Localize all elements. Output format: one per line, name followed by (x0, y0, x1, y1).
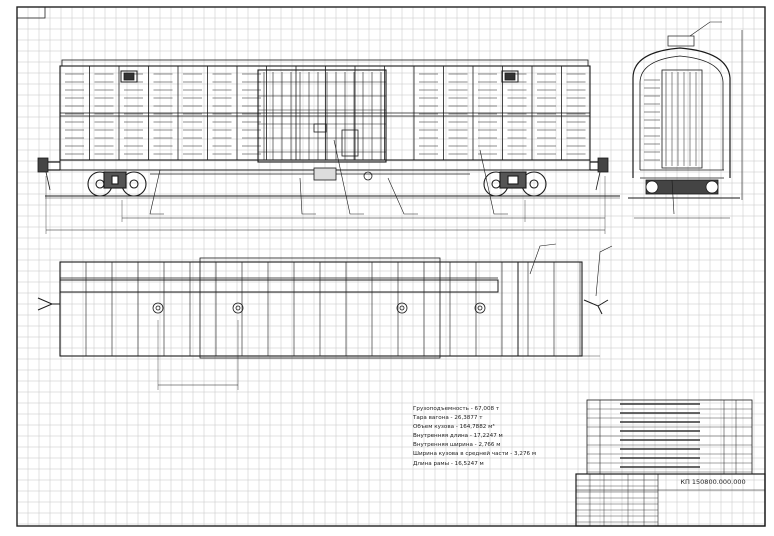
spec-line: Грузоподъемность - 67,008 т (413, 406, 500, 412)
spec-line: Тара вагона - 26,3877 т (413, 415, 483, 422)
drawing-code: КП 150800.000.000 (680, 478, 746, 486)
hatch-right-inner (504, 72, 516, 81)
background-grid (16, 6, 766, 526)
end-view (628, 21, 743, 219)
hatch-left-inner (123, 72, 135, 81)
end-bogie (645, 179, 719, 195)
coupler-left (37, 157, 49, 173)
plan-view (37, 243, 613, 390)
plan-coupler-right (583, 299, 609, 315)
bolster-hole (232, 302, 244, 314)
door-lock (341, 129, 359, 157)
technical-specifications: Грузоподъемность - 67,008 т Тара вагона … (413, 405, 536, 469)
end-door-bars (644, 72, 697, 166)
spec-line: Внутренняя длина - 17,2247 м (413, 433, 503, 440)
coupler-right (597, 157, 609, 173)
plan-ribs (59, 262, 581, 356)
spec-line: Длина рамы - 16,5247 м (413, 460, 484, 467)
plan-bolsters (152, 302, 486, 314)
spec-line: Объем кузова - 164,7882 м³ (413, 424, 495, 431)
body-slats (65, 73, 586, 155)
sliding-door (257, 69, 387, 163)
sheet-frame (16, 6, 766, 527)
hatch-left (120, 70, 138, 83)
end-view-outline (632, 47, 731, 178)
bolster-hole (474, 302, 486, 314)
plan-coupler-left (37, 297, 60, 311)
parts-list-rows (587, 403, 752, 473)
corner-stamp (16, 6, 46, 19)
spec-line: Внутренняя ширина - 2,766 м (413, 442, 501, 449)
leader-lines (149, 139, 508, 215)
body-posts (59, 66, 562, 160)
spec-line: Ширина кузова в средней части - 3,276 м (413, 451, 537, 458)
bolster-hole (396, 302, 408, 314)
title-block (575, 399, 766, 527)
main-stamp (575, 473, 766, 527)
end-door (661, 69, 703, 169)
hatch-right (501, 70, 519, 83)
stamp-cells (576, 474, 658, 526)
door-bars (258, 72, 386, 160)
brake-cylinder (313, 167, 337, 181)
bolster-hole (152, 302, 164, 314)
side-view (37, 59, 620, 234)
